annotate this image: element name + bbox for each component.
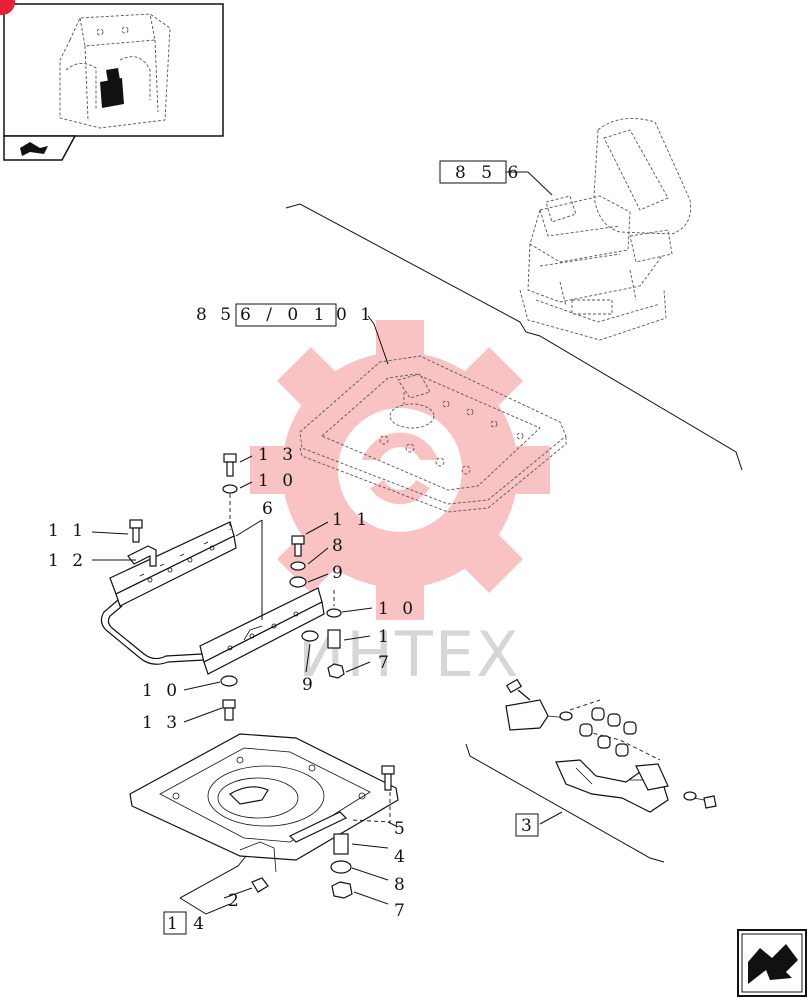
seat-ref-label: 8 5 6 [455,163,523,183]
watermark-text: ИНТЕХ [298,618,521,691]
subassembly-prefix: 8 5 [196,305,235,325]
part-label-11-left: 1 1 [48,521,87,541]
belt-bracket-line [465,743,665,863]
seat-rail-assembly [100,521,325,675]
spacer-4 [333,833,349,855]
part-label-2: 2 [228,891,243,911]
washer-10-upper [222,484,238,494]
part-label-7-lower: 7 [394,901,409,921]
belt-buckle-upper [505,699,549,731]
belt-ref-leader [539,811,563,825]
screw-13-lower [222,699,236,721]
belt-ref-box[interactable] [515,813,539,837]
leader-lines [91,455,397,915]
part-label-10-lower: 1 0 [142,681,181,701]
section-divider [285,203,743,471]
lever-knob-2 [251,877,269,893]
seat-belt-assembly [505,678,717,813]
part-label-5: 5 [394,819,409,839]
seat-ref-box[interactable] [439,160,507,184]
nut-7-lower [331,881,353,899]
part-label-13-lower: 1 3 [142,713,181,733]
swivel-base-plate [129,733,399,893]
screw-13-upper [223,453,237,477]
part-label-8-upper: 8 [332,536,347,556]
upper-swivel-plate [299,355,567,513]
part-label-9-lower: 9 [302,675,317,695]
group-14-ref-box[interactable] [163,911,187,935]
part-label-11-right: 1 1 [332,510,371,530]
subassembly-ref-box[interactable] [235,303,337,327]
tractor-cab-thumbnail-icon[interactable] [0,0,224,137]
seat-illustration [519,117,692,341]
screw-5 [381,765,395,791]
bookmark-arrow-icon[interactable] [3,135,77,161]
subassembly-ref-label: 6 / 0 1 [240,305,329,325]
screw-5-axis [351,792,391,823]
part-label-10-upper: 1 0 [258,471,297,491]
subassembly-leader [367,315,389,365]
washer-10-right [326,608,342,618]
part-label-7-upper: 7 [378,653,393,673]
subassembly-suffix: 0 1 [336,305,375,325]
belt-screw-upper [505,678,531,701]
part-label-4: 4 [394,847,409,867]
part-label-1: 1 [378,627,393,647]
seat-ref-leader [506,171,553,196]
part-label-6: 6 [262,499,277,519]
watermark-gear-icon [250,320,550,620]
nut-7-upper [327,663,345,679]
part-label-8-lower: 8 [394,875,409,895]
part-label-13-upper: 1 3 [258,445,297,465]
belt-ref-label: 3 [521,816,537,836]
washer-9-upper [289,576,307,588]
part-label-9-upper: 9 [332,563,347,583]
bracket-12 [127,545,157,567]
washer-8-lower [330,860,352,874]
screw-11-left [129,519,143,543]
part-label-12: 1 2 [48,551,87,571]
next-page-arrow-icon[interactable] [737,929,807,997]
screw-11-right [291,535,305,557]
washer-8 [290,561,306,571]
spacer-1 [327,629,341,649]
group-14-ref-label: 1 4 [167,914,209,934]
part-label-10-right: 1 0 [378,599,417,619]
washer-9-lower [301,630,319,642]
washer-10-lower [220,675,238,687]
